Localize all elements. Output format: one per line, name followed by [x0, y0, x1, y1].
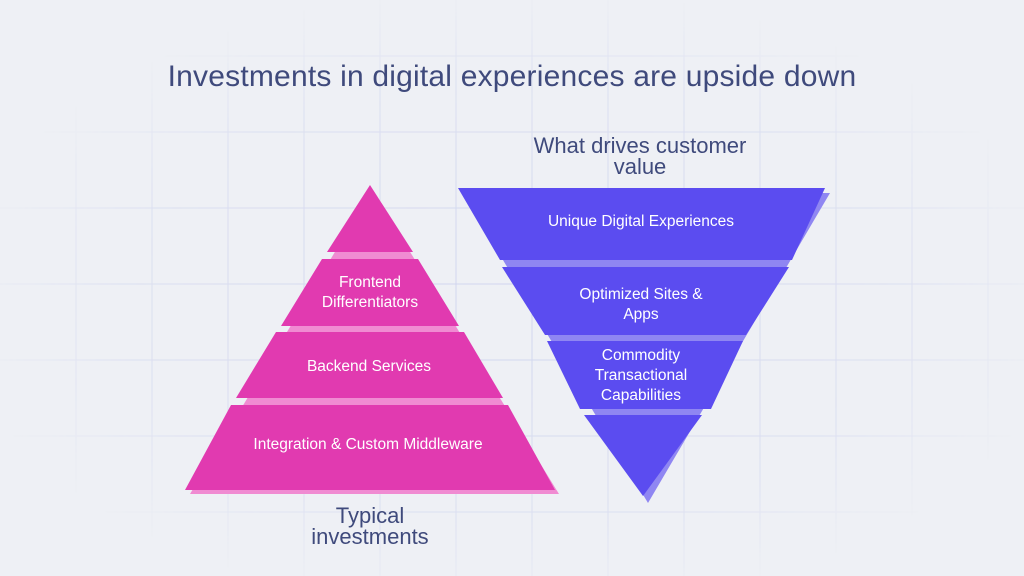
pyramid-tier-frontend — [281, 259, 459, 326]
pyramid-label-integration-line1: Integration & Custom Middleware — [253, 436, 483, 453]
page-title: Investments in digital experiences are u… — [167, 60, 857, 93]
inverted-tier-commodity — [547, 341, 743, 409]
investment-pyramid — [185, 185, 559, 494]
pyramid-label-frontend-line1: Frontend — [338, 274, 402, 291]
pyramid-caption-line2: investments — [311, 524, 429, 549]
pyramid-label-backend: Backend Services — [258, 356, 480, 378]
pyramid-caption: Typical investments — [260, 503, 480, 549]
pyramid-caption-line1: Typical — [335, 503, 405, 528]
inverted-label-optimized: Optimized Sites & Apps — [545, 284, 737, 326]
inverted-label-unique: Unique Digital Experiences — [510, 211, 772, 233]
inverted-label-optimized-line1: Optimized Sites & — [579, 286, 703, 303]
inverted-label-commodity: Commodity Transactional Capabilities — [560, 345, 722, 407]
inverted-label-commodity-line3: Capabilities — [600, 387, 682, 404]
value-inverted-triangle — [458, 188, 830, 503]
inverted-caption-line2: value — [613, 154, 667, 179]
pyramid-label-backend-line1: Backend Services — [306, 358, 432, 375]
inverted-label-commodity-line2: Transactional — [594, 367, 688, 384]
pyramid-tier-top — [327, 185, 413, 252]
pyramid-label-integration: Integration & Custom Middleware — [208, 434, 528, 456]
pyramid-label-frontend-line2: Differentiators — [321, 294, 419, 311]
pyramid-label-frontend: Frontend Differentiators — [290, 272, 450, 314]
inverted-caption: What drives customer value — [480, 133, 800, 179]
pyramid-tier-integration — [185, 405, 555, 490]
inverted-tier-bottom — [584, 415, 702, 496]
inverted-label-optimized-line2: Apps — [623, 306, 659, 323]
inverted-tier-unique — [458, 188, 825, 260]
inverted-label-unique-line1: Unique Digital Experiences — [547, 213, 735, 230]
inverted-caption-line1: What drives customer — [533, 133, 747, 158]
inverted-label-commodity-line1: Commodity — [601, 347, 681, 364]
pyramid-tier-backend — [236, 332, 503, 398]
inverted-tier-optimized — [502, 267, 789, 335]
